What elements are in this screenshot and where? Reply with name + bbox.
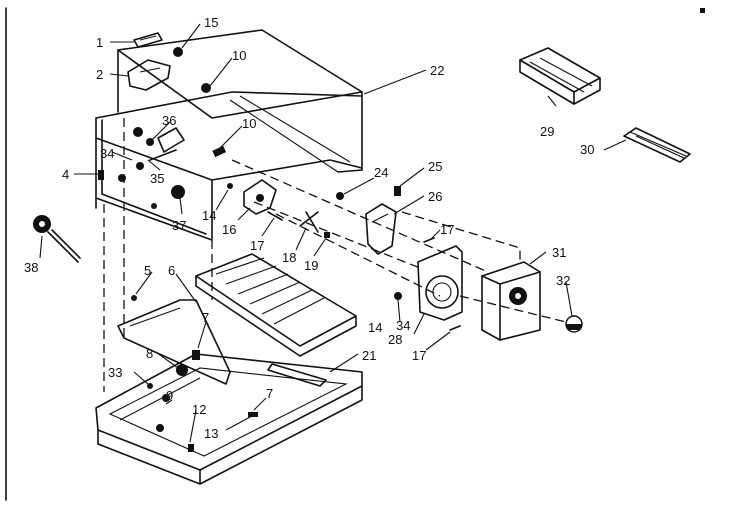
label-part-34-lower: 34 [396,318,410,333]
label-part-19: 19 [304,258,318,273]
label-part-34-upper: 34 [100,146,114,161]
part-10-screw-upper [201,83,211,93]
label-part-29: 29 [540,124,554,139]
label-part-15: 15 [204,15,218,30]
part-28-blower-housing [417,245,463,321]
part-14-screw [227,183,233,189]
part-4-screw [98,170,104,180]
label-part-12: 12 [192,402,206,417]
label-part-7-lower: 7 [266,386,273,401]
part-37-knob [171,185,185,199]
assembly-lines [103,118,567,392]
label-part-24: 24 [374,165,388,180]
label-part-35: 35 [150,171,164,186]
label-part-17-b: 17 [440,222,454,237]
part-6-coil-plate [195,253,357,357]
part-17-screw [267,211,283,221]
label-part-25: 25 [428,159,442,174]
part-26-switch-bracket [365,203,397,255]
part-33-screw-b [156,424,164,432]
part-24-screw [336,192,344,200]
label-part-22: 22 [430,63,444,78]
part-30-filter [623,127,691,163]
label-part-8: 8 [146,346,153,361]
part-12-screw [188,444,194,452]
label-part-37: 37 [172,218,186,233]
label-part-17-a: 17 [250,238,264,253]
part-15-screw [173,47,183,57]
label-part-10-upper: 10 [232,48,246,63]
label-part-14-upper: 14 [202,208,216,223]
part-37-screw [151,203,157,209]
label-part-13: 13 [204,426,218,441]
label-part-32: 32 [556,273,570,288]
part-2-bracket [127,59,171,91]
label-part-4: 4 [62,167,69,182]
label-part-6: 6 [168,263,175,278]
label-part-2: 2 [96,67,103,82]
support-strut [267,363,327,387]
label-part-26: 26 [428,189,442,204]
corner-dot [700,8,705,13]
label-part-14-lower: 14 [368,320,382,335]
part-1-gasket [133,32,163,48]
part-10-screw-lower [212,145,227,158]
part-25-screw [394,186,401,196]
label-part-17-c: 17 [412,348,426,363]
part-7-screw-b [248,412,258,417]
label-part-38: 38 [24,260,38,275]
part-9-screw [162,394,170,402]
part-5-screw [131,295,137,301]
part-7-screw [192,350,200,360]
label-part-1: 1 [96,35,103,50]
part-19-fastener [324,232,330,238]
label-part-33: 33 [108,365,122,380]
label-part-18: 18 [282,250,296,265]
label-part-7-upper: 7 [202,310,209,325]
part-14-screw-b [394,292,402,300]
label-part-21: 21 [362,348,376,363]
label-part-31: 31 [552,245,566,260]
part-5-panel [117,299,231,385]
part-18-clip [299,211,319,233]
label-part-36: 36 [162,113,176,128]
label-part-30: 30 [580,142,594,157]
part-8-fitting [176,364,188,376]
part-17-screw-c [449,325,461,331]
label-part-10-lower: 10 [242,116,256,131]
label-part-9: 9 [166,388,173,403]
part-29-grille [519,47,601,105]
part-31-motor-box [481,261,541,341]
part-22-housing [95,29,363,241]
part-17-screw-b [423,237,435,243]
leader-lines [39,23,627,443]
label-part-28: 28 [388,332,402,347]
part-33-screw [147,383,153,389]
part-32-knob [565,315,583,333]
label-part-5: 5 [144,263,151,278]
part-38-sensor [33,215,81,263]
label-part-16: 16 [222,222,236,237]
